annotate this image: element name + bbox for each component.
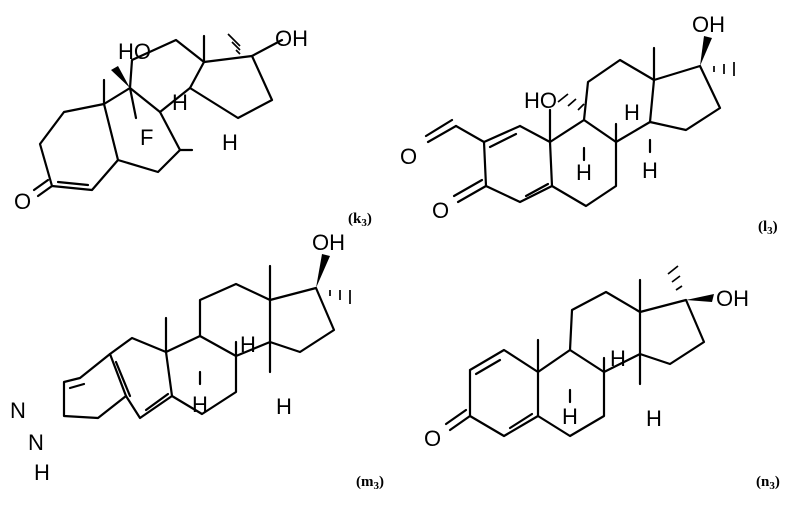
l3-label-o-ketone: O bbox=[432, 198, 449, 223]
l3-label-h-14: H bbox=[642, 158, 658, 183]
n3-label-oh: OH bbox=[716, 286, 749, 311]
k3-label-oh: OH bbox=[275, 26, 308, 51]
l3-label-o-cho: O bbox=[400, 144, 417, 169]
k3-label-f: F bbox=[140, 125, 153, 150]
l3-label-h-9: H bbox=[576, 160, 592, 185]
n3-label-h-8: H bbox=[610, 346, 626, 371]
m3-label-h-9: H bbox=[192, 392, 208, 417]
m3-label-h-8: H bbox=[240, 332, 256, 357]
structure-k3: HO OH O F H H (k3) bbox=[14, 26, 372, 229]
caption-n3: (n3) bbox=[756, 474, 780, 492]
m3-label-h-14: H bbox=[276, 394, 292, 419]
n3-label-o: O bbox=[424, 426, 441, 451]
l3-label-oh: OH bbox=[692, 12, 725, 37]
caption-k3: (k3) bbox=[348, 211, 372, 229]
n3-label-h-14: H bbox=[646, 406, 662, 431]
l3-label-ho: HO bbox=[524, 88, 557, 113]
m3-label-n1: N bbox=[10, 398, 26, 423]
n3-label-h-9: H bbox=[562, 404, 578, 429]
l3-label-h-8: H bbox=[624, 100, 640, 125]
k3-label-ho: HO bbox=[118, 39, 151, 64]
m3-label-nh-h: H bbox=[34, 460, 50, 485]
structure-n3: OH O H H H (n3) bbox=[424, 265, 780, 492]
structure-l3: HO OH O O H H H (l3) bbox=[400, 12, 778, 237]
m3-label-n2: N bbox=[28, 430, 44, 455]
caption-m3: (m3) bbox=[356, 474, 384, 492]
k3-label-h-8: H bbox=[172, 90, 188, 115]
m3-label-oh: OH bbox=[312, 230, 345, 255]
k3-label-h-14: H bbox=[222, 130, 238, 155]
caption-l3: (l3) bbox=[758, 219, 778, 237]
k3-label-o: O bbox=[14, 189, 31, 214]
structure-m3: OH N N H H H H (m3) bbox=[10, 230, 384, 492]
